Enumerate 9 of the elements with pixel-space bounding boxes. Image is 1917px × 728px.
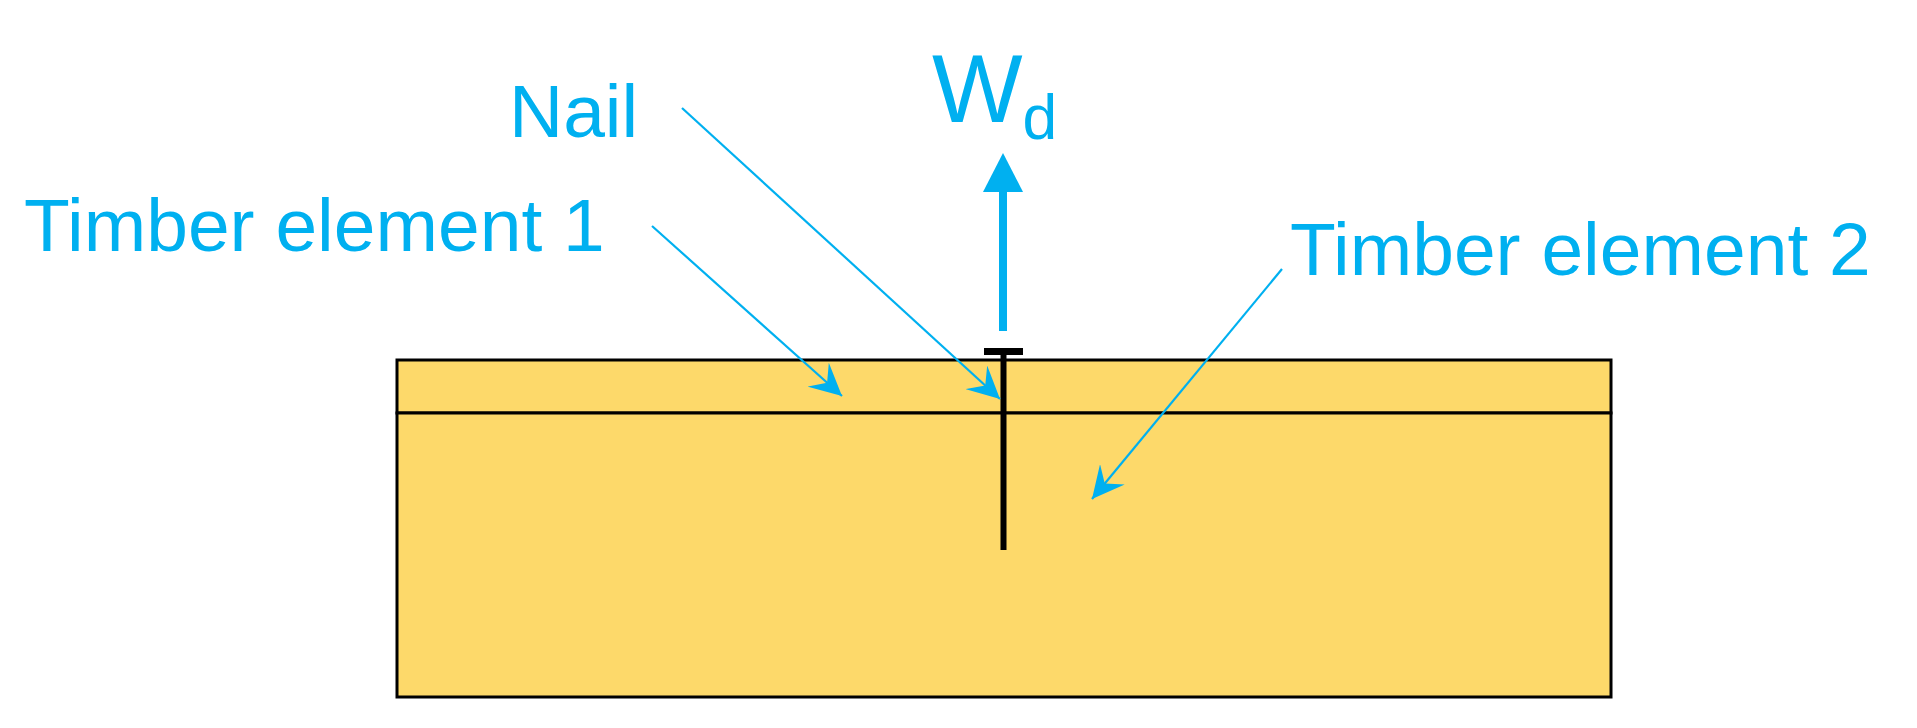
nail xyxy=(984,348,1023,550)
leader-line xyxy=(651,225,843,397)
part-label: Timber element 2 xyxy=(1290,212,1871,287)
part-label: Timber element 1 xyxy=(24,188,605,263)
leader-line xyxy=(681,107,1001,400)
leader-line xyxy=(1091,268,1283,500)
timber-layer xyxy=(395,411,1613,699)
timber-layer xyxy=(395,358,1613,415)
part-label: Nail xyxy=(509,74,639,149)
